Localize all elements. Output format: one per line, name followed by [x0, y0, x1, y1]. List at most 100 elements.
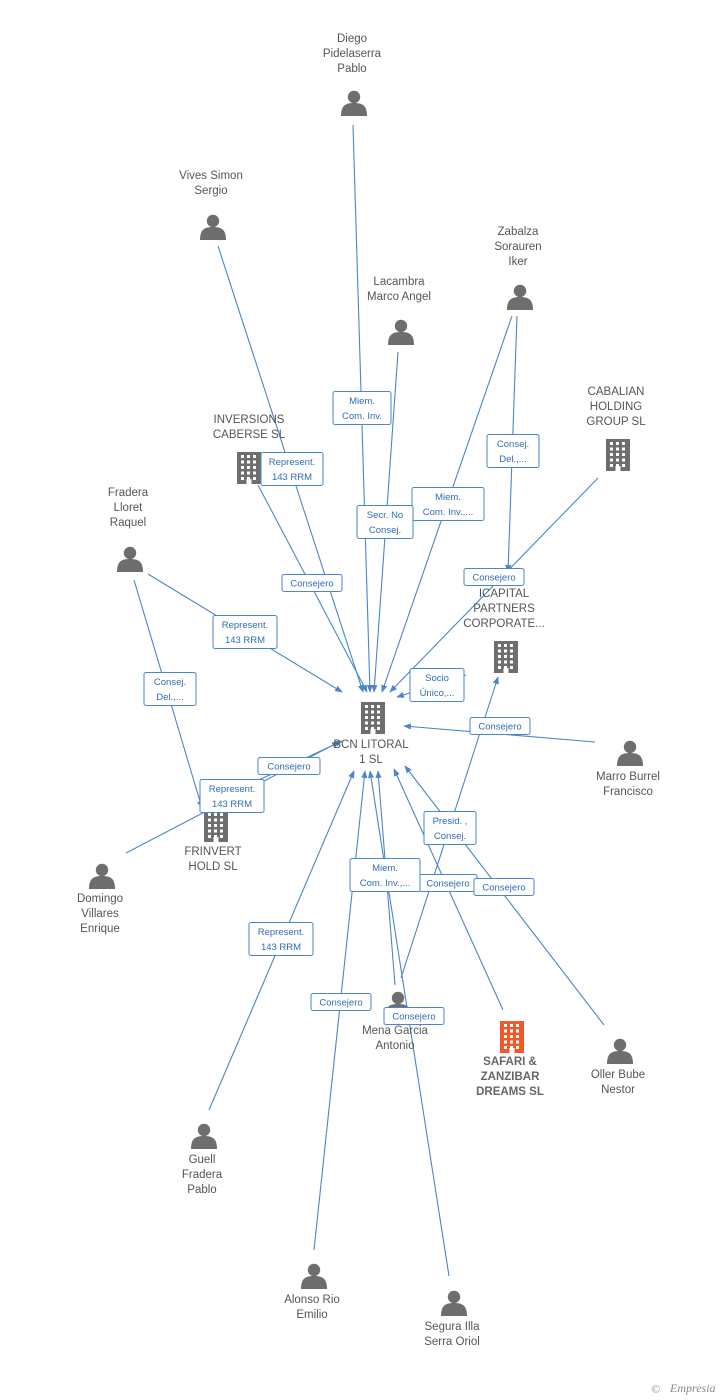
person-icon-head — [613, 1038, 627, 1052]
edge-label-box — [248, 922, 314, 956]
edge-label-inversions-bcn[interactable]: Represent.143 RRM — [260, 452, 324, 486]
building-window — [247, 460, 250, 464]
edge-label-box — [143, 672, 197, 706]
edge-label-alonso-bcn[interactable]: Consejero — [310, 993, 372, 1011]
edge-label-box — [332, 391, 392, 425]
building-window — [504, 666, 507, 669]
building-window — [622, 464, 625, 467]
edge-label-box — [423, 811, 477, 845]
person-icon — [441, 1290, 467, 1316]
edge-label-diego-bcn[interactable]: Miem.Com. Inv. — [332, 391, 392, 425]
edge-label-guell-bcn[interactable]: Represent.143 RRM — [248, 922, 314, 956]
building-window — [504, 1046, 507, 1049]
edge-label-segura-bcn[interactable]: Miem.Com. Inv.,... — [349, 858, 421, 892]
node-label: HOLDING — [590, 401, 642, 413]
edge-label-box — [409, 668, 465, 702]
building-window — [622, 453, 625, 456]
building-window — [377, 705, 380, 708]
person-icon-head — [123, 546, 137, 560]
person-icon-head — [95, 863, 109, 877]
building-icon — [237, 452, 261, 484]
edge-label-domingo-bcn[interactable]: Represent.143 RRM — [199, 779, 265, 813]
person-icon-body — [507, 297, 533, 310]
node-icapital[interactable]: ICAPITALPARTNERSCORPORATE... — [463, 588, 545, 673]
building-window — [253, 460, 256, 464]
person-icon-body — [441, 1303, 467, 1316]
building-window — [616, 464, 619, 467]
node-label: Domingo — [77, 893, 123, 905]
person-icon — [200, 214, 226, 240]
building-window — [208, 813, 211, 816]
edge-label-zabalza-bcn[interactable]: Miem.Com. Inv.,... — [411, 487, 485, 521]
edge-label-text: Consejero — [290, 579, 333, 590]
building-window — [214, 813, 217, 816]
building-window — [214, 824, 217, 827]
building-window — [504, 1024, 507, 1027]
edge-label-frinvert-bcn[interactable]: Consejero — [257, 757, 321, 775]
edge-label-text: Del.,... — [156, 692, 183, 703]
edge-label-text: Miem. — [349, 396, 375, 407]
person-icon — [388, 319, 414, 345]
edge-label-text: 143 RRM — [225, 635, 265, 646]
edge-label-mena-icapital[interactable]: Presid. ,Consej. — [423, 811, 477, 845]
edge-label-text: 143 RRM — [272, 472, 312, 483]
node-label: Zabalza — [498, 226, 540, 238]
edge-label-text: Consejero — [426, 879, 469, 890]
building-window — [247, 466, 250, 469]
footer-brand[interactable]: © Empresia — [651, 1381, 716, 1396]
building-window — [220, 835, 223, 838]
edge-label-cabalian-bcn[interactable]: Consejero — [463, 568, 525, 586]
node-label: 1 SL — [359, 754, 383, 766]
person-icon-head — [394, 319, 408, 333]
edge-label-text: 143 RRM — [212, 799, 252, 810]
node-label: Fradera — [108, 487, 149, 499]
node-label: Emilio — [296, 1309, 327, 1321]
edge-label-text: Consejero — [482, 883, 525, 894]
edge-label-zabalza-icapital[interactable]: Consej.Del.,... — [486, 434, 540, 468]
edge-label-marro-bcn[interactable]: Consejero — [469, 717, 531, 735]
edge-label-box — [260, 452, 324, 486]
edge-label-icapital-bcn[interactable]: SocioÚnico,... — [409, 668, 465, 702]
node-label: Raquel — [110, 517, 146, 529]
building-window — [616, 453, 619, 456]
edge-label-mena-bcn[interactable]: Consejero — [383, 1007, 445, 1025]
edge-label-text: Com. Inv.,... — [423, 507, 474, 518]
building-window — [516, 1046, 519, 1049]
edge-label-oller-bcn[interactable]: Consejero — [473, 878, 535, 896]
building-icon — [500, 1021, 524, 1053]
person-icon-body — [617, 753, 643, 766]
node-label: Fradera — [182, 1169, 223, 1181]
node-label: Marco Angel — [367, 291, 431, 303]
node-label: DREAMS SL — [476, 1086, 544, 1098]
edge-label-safari-bcn[interactable]: Consejero — [418, 874, 478, 892]
building-window — [371, 716, 374, 719]
edge-label-fradera-bcn[interactable]: Represent.143 RRM — [212, 615, 278, 649]
edge-label-vives-bcn[interactable]: Consejero — [281, 574, 343, 592]
building-window — [214, 829, 217, 833]
edge-label-fradera-frinvert[interactable]: Consej.Del.,... — [143, 672, 197, 706]
building-window — [498, 644, 501, 647]
building-window — [377, 727, 380, 730]
node-label: Diego — [337, 33, 367, 45]
node-label: CABALIAN — [588, 386, 645, 398]
person-icon-body — [89, 876, 115, 889]
building-window — [510, 666, 513, 669]
